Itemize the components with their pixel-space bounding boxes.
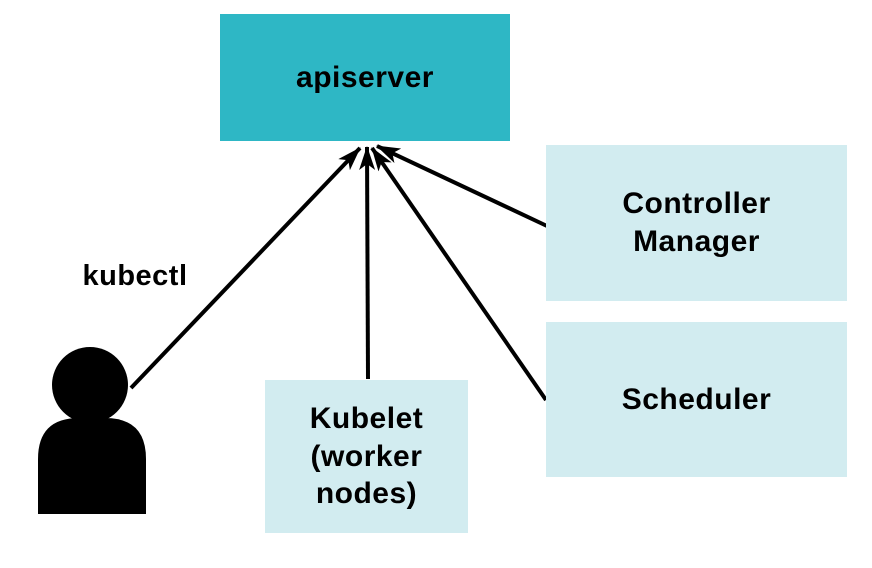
edge-scheduler-to-apiserver — [370, 146, 548, 402]
node-controller-manager: Controller Manager — [546, 145, 847, 301]
kubectl-label: kubectl — [82, 260, 188, 292]
edge-kubectl-to-apiserver — [129, 146, 362, 390]
scheduler-label: Scheduler — [621, 382, 772, 416]
apiserver-label: apiserver — [296, 60, 434, 94]
edge-controller-manager-to-apiserver — [376, 144, 548, 228]
node-apiserver: apiserver — [220, 14, 510, 141]
node-scheduler: Scheduler — [546, 322, 847, 477]
controller-manager-label: Controller Manager — [622, 187, 771, 258]
edge-kubelet-to-apiserver — [359, 146, 376, 380]
kubelet-label: Kubelet (worker nodes) — [309, 401, 424, 511]
person-icon — [38, 347, 146, 514]
node-kubelet: Kubelet (worker nodes) — [265, 380, 468, 533]
